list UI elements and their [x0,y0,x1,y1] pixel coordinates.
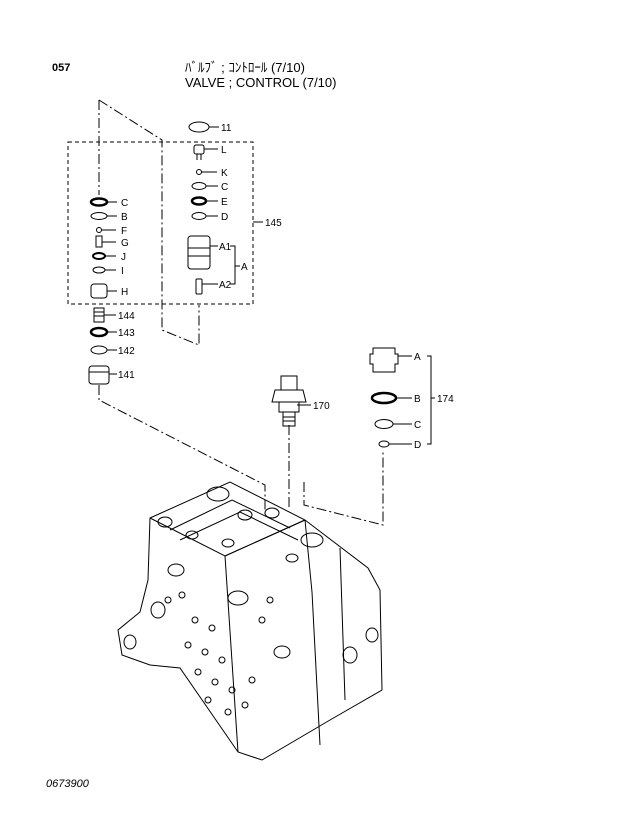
callout-C-left: C [121,198,128,209]
plug-H [90,283,108,299]
callout-H: H [121,287,128,298]
valve-body-ports [123,486,379,716]
leader-lines [98,99,384,526]
callout-141: 141 [118,370,135,381]
callout-A: A [241,262,248,273]
callout-C-174: C [414,420,421,431]
o-ring-11 [188,121,210,133]
plug-L [193,144,205,155]
callout-144: 144 [118,311,135,322]
ring-142 [90,345,108,355]
spool-A1 [187,235,211,270]
ring-E [190,196,208,206]
callout-170: 170 [313,401,330,412]
title-english: VALVE ; CONTROL (7/10) [185,75,337,90]
callout-L: L [221,145,227,156]
callout-F: F [121,226,127,237]
callout-J: J [121,252,126,263]
ring-D-right [191,212,207,220]
ring-143 [89,326,109,338]
assembly-145-box [67,141,254,305]
callout-D-right: D [221,212,228,223]
ball-K [196,169,202,175]
page-number: 057 [52,62,71,74]
pin-A2 [195,278,203,295]
callout-I: I [121,266,124,277]
left-stack [88,197,110,385]
control-valve-body [117,481,383,761]
drawing-number: 0673900 [46,778,89,790]
callout-leaders [102,126,435,445]
callout-174: 174 [437,394,454,405]
callout-A2: A2 [219,280,232,291]
callout-A1: A1 [219,242,232,253]
right-stack [187,121,211,295]
plug-141 [88,365,110,385]
ring-J [92,252,106,260]
valve-174 [369,347,399,448]
callout-C-right: C [221,182,228,193]
callout-D-174: D [414,440,421,451]
callout-11: 11 [221,123,232,134]
title-japanese: ﾊﾞﾙﾌﾞ ; ｺﾝﾄﾛｰﾙ (7/10) [185,60,305,75]
callout-145: 145 [265,218,282,229]
callout-E: E [221,197,228,208]
callout-B-left: B [121,212,128,223]
ring-C-left [89,197,109,207]
callout-B-174: B [414,394,421,405]
spring-144 [93,307,105,323]
ring-I [92,266,106,274]
callout-A-174: A [414,352,421,363]
callout-labels: 11 L K C E D A1 A A2 145 C B F G J I H 1… [118,123,454,451]
callout-G: G [121,238,129,249]
callout-K: K [221,168,228,179]
valve-170 [271,375,307,427]
callout-143: 143 [118,328,135,339]
ring-C-right [191,182,207,190]
ball-F [96,227,102,233]
spring-G [95,235,103,248]
callout-142: 142 [118,346,135,357]
ring-B [90,212,108,220]
